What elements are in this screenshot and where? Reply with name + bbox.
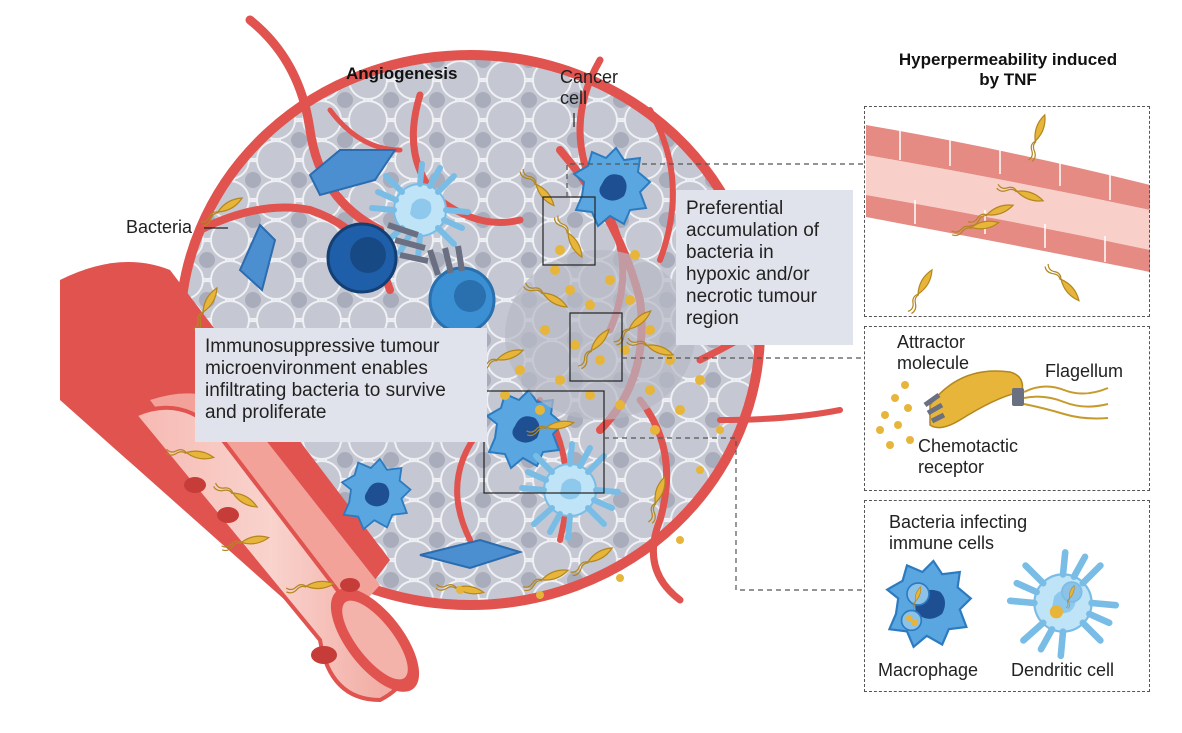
panel-chemotaxis-art (876, 370, 1109, 449)
zoom-box-top (542, 196, 596, 266)
bacteria-label: Bacteria (126, 217, 193, 237)
infecting-immune-cells-label: Bacteria infecting immune cells (889, 512, 1028, 554)
attractor-molecule-label: Attractor molecule (897, 332, 970, 374)
panel-immune-art (886, 552, 1116, 655)
chemotactic-receptor-label: Chemotactic receptor (918, 436, 1019, 478)
zoom-box-bottom (483, 390, 605, 494)
flagellum-label: Flagellum (1045, 361, 1124, 381)
dendritic-cell-label: Dendritic cell (1011, 660, 1115, 680)
zoom-box-middle (569, 312, 623, 382)
panel-chemotaxis (864, 326, 1150, 491)
preferential-accumulation-callout: Preferential accumulation of bacteria in… (676, 190, 853, 345)
panel-hyperpermeability-art (866, 113, 1150, 315)
cancer-cell-label: Cancer cell (560, 67, 619, 109)
vessel-dots (456, 426, 724, 599)
macrophage-label: Macrophage (878, 660, 979, 680)
tumour-immune-cells (238, 147, 651, 570)
panel-hyperpermeability (864, 106, 1150, 317)
angiogenesis-title: Angiogenesis (346, 64, 458, 83)
immunosuppressive-callout: Immunosuppressive tumour microenvironmen… (195, 328, 487, 442)
panel-immune-infection (864, 500, 1150, 692)
hyperpermeability-title: Hyperpermeability induced by TNF (898, 50, 1118, 90)
connector-lines (566, 163, 864, 591)
